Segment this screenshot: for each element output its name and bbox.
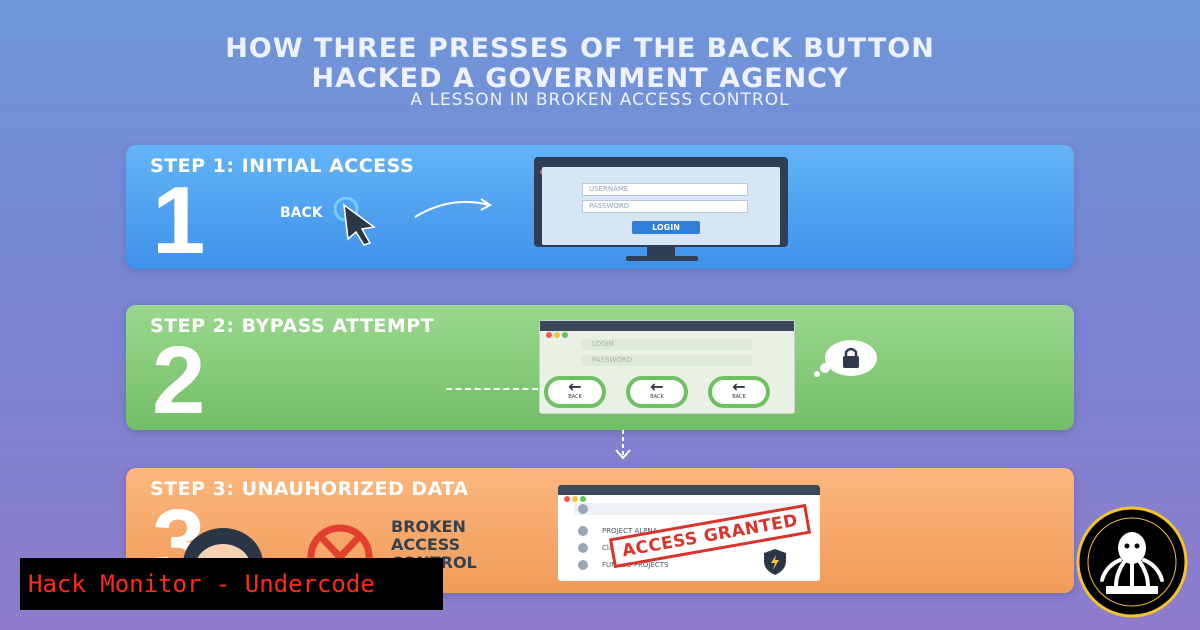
title-line-2: HACKED A GOVERNMENT AGENCY <box>311 63 849 94</box>
login-field[interactable]: LOGIN <box>582 339 752 350</box>
step-2-label: STEP 2: BYPASS ATTEMPT <box>150 315 435 337</box>
data-row <box>574 503 804 515</box>
back-label: BACK <box>280 205 323 221</box>
monitor-stand <box>647 247 675 257</box>
left-arrow-icon: ← <box>732 377 746 396</box>
left-arrow-icon: ← <box>650 377 664 396</box>
window-titlebar <box>558 485 820 502</box>
step-2-number: 2 <box>152 327 206 434</box>
monitor-base <box>626 256 698 261</box>
password-field-2[interactable]: PASSWORD <box>582 355 752 366</box>
title-line-1: HOW THREE PRESSES OF THE BACK BUTTON <box>225 33 935 64</box>
back-button-1[interactable]: ← BACK <box>544 376 606 408</box>
step-1-label: STEP 1: INITIAL ACCESS <box>150 155 415 177</box>
step-1-card: STEP 1: INITIAL ACCESS 1 BACK USERNAME P… <box>126 145 1074 274</box>
step-3-label: STEP 3: UNAUHORIZED DATA <box>150 478 469 500</box>
login-screen: USERNAME PASSWORD LOGIN <box>542 167 780 245</box>
username-field[interactable]: USERNAME <box>582 183 748 196</box>
arrow-icon <box>414 198 492 218</box>
bypass-window: LOGIN PASSWORD ← BACK ← BACK ← BACK <box>539 320 795 414</box>
login-monitor: USERNAME PASSWORD LOGIN <box>534 157 788 247</box>
left-arrow-icon: ← <box>568 377 582 396</box>
data-row: PROJECT ALPNA <box>574 525 804 537</box>
page-subtitle: A LESSON IN BROKEN ACCESS CONTROL <box>410 90 790 110</box>
page-title: HOW THREE PRESSES OF THE BACK BUTTON HAC… <box>0 34 1160 94</box>
octopus-logo <box>1076 506 1188 618</box>
hack-monitor-banner: Hack Monitor - Undercode <box>20 558 443 610</box>
shield-icon <box>764 549 786 575</box>
cursor-icon <box>334 197 376 246</box>
step-1-number: 1 <box>152 167 206 274</box>
down-arrow-icon <box>615 430 631 460</box>
step-2-card: STEP 2: BYPASS ATTEMPT 2 LOGIN PASSWORD … <box>126 305 1074 434</box>
data-row: FUNDED PROJECTS <box>574 559 804 571</box>
login-button[interactable]: LOGIN <box>632 221 700 234</box>
back-button-2[interactable]: ← BACK <box>626 376 688 408</box>
password-field[interactable]: PASSWORD <box>582 200 748 213</box>
dashed-connector <box>446 388 538 390</box>
lock-icon <box>814 340 877 377</box>
window-titlebar <box>540 321 794 338</box>
back-button-3[interactable]: ← BACK <box>708 376 770 408</box>
